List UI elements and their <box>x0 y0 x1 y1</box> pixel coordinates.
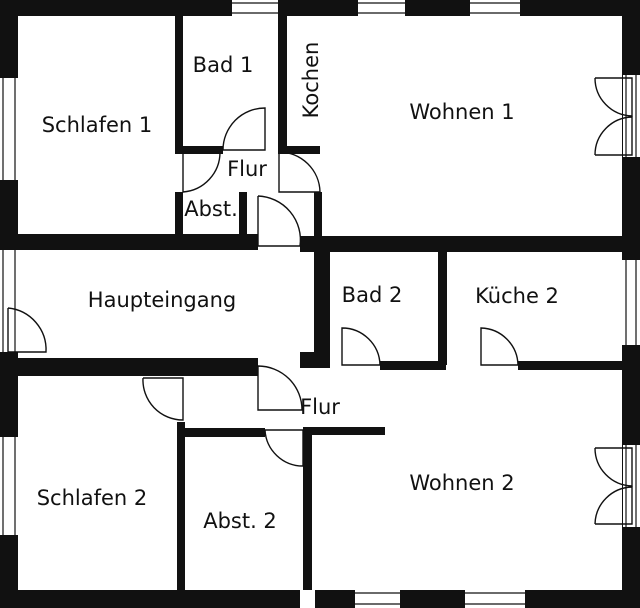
outer-wall-bottom-4 <box>525 590 640 608</box>
door-schlafen2 <box>142 377 184 421</box>
outer-wall-top-3 <box>405 0 470 16</box>
wall-abst-west <box>175 192 183 240</box>
label-flur-2: Flur <box>300 395 340 419</box>
wall-bad1-bottom-left <box>175 146 223 154</box>
wall-wohnen1-bottom <box>300 236 622 252</box>
outer-wall-left-1 <box>0 0 18 78</box>
label-haupteingang: Haupteingang <box>88 288 236 312</box>
wall-haupt-bottom <box>18 358 258 376</box>
wall-kochen-bottom <box>278 146 320 154</box>
outer-wall-top-1 <box>0 0 232 16</box>
door-kueche2 <box>480 327 519 366</box>
outer-wall-right-2 <box>622 225 640 260</box>
interior-walls <box>18 16 622 590</box>
label-kochen: Kochen <box>299 42 323 119</box>
label-wohnen-2: Wohnen 2 <box>409 471 514 495</box>
label-schlafen-2: Schlafen 2 <box>37 486 148 510</box>
door-bad1 <box>222 107 266 151</box>
outer-wall-left-2 <box>0 180 18 250</box>
door-haupteingang-top <box>257 195 302 247</box>
outer-wall-left-4 <box>0 535 18 608</box>
door-haupteingang-bottom <box>257 365 303 411</box>
wall-haupt-top <box>18 234 258 250</box>
label-abst-1: Abst. <box>184 197 238 221</box>
wall-wohnen1-west <box>314 192 322 248</box>
wall-schlafen1-east <box>175 16 183 152</box>
label-bad-2: Bad 2 <box>342 283 403 307</box>
wall-abst-east <box>239 192 247 240</box>
label-schlafen-1: Schlafen 1 <box>42 113 153 137</box>
wall-schlafen2-east <box>177 422 185 590</box>
door-kochen <box>278 151 321 193</box>
outer-wall-right-3 <box>622 345 640 377</box>
room-labels: Schlafen 1 Bad 1 Kochen Wohnen 1 Flur Ab… <box>37 42 559 533</box>
door-abst1 <box>182 151 221 193</box>
label-bad-1: Bad 1 <box>193 53 254 77</box>
outer-wall-left-3 <box>0 352 18 437</box>
outer-wall-bottom-1 <box>0 590 300 608</box>
label-flur-1: Flur <box>227 157 267 181</box>
outer-wall-bottom-2 <box>315 590 355 608</box>
wall-bad1-east <box>278 16 287 152</box>
wall-bad2-bottom <box>380 361 446 370</box>
doors <box>7 77 633 525</box>
wall-abst2-top <box>177 428 265 437</box>
door-wohnen1-lower <box>594 116 633 156</box>
wall-kueche2-bottom <box>518 361 622 370</box>
wall-haupt-bottom-right <box>300 352 330 368</box>
wall-bad2-kueche2 <box>438 250 447 365</box>
outer-wall-top-2 <box>278 0 358 16</box>
door-main-entrance <box>7 307 47 353</box>
label-kueche-2: Küche 2 <box>475 284 559 308</box>
door-wohnen2-lower <box>594 486 633 525</box>
outer-wall-bottom-3 <box>400 590 465 608</box>
wall-bad2-west <box>314 250 330 365</box>
wall-wohnen2-top <box>303 427 385 435</box>
door-abst2 <box>264 429 304 467</box>
door-wohnen1-upper <box>594 77 633 117</box>
label-abst-2: Abst. 2 <box>203 509 277 533</box>
door-wohnen2-upper <box>594 447 633 487</box>
outer-wall-top-4 <box>520 0 640 16</box>
wall-abst2-east <box>303 428 312 590</box>
door-bad2 <box>341 327 381 366</box>
label-wohnen-1: Wohnen 1 <box>409 100 514 124</box>
